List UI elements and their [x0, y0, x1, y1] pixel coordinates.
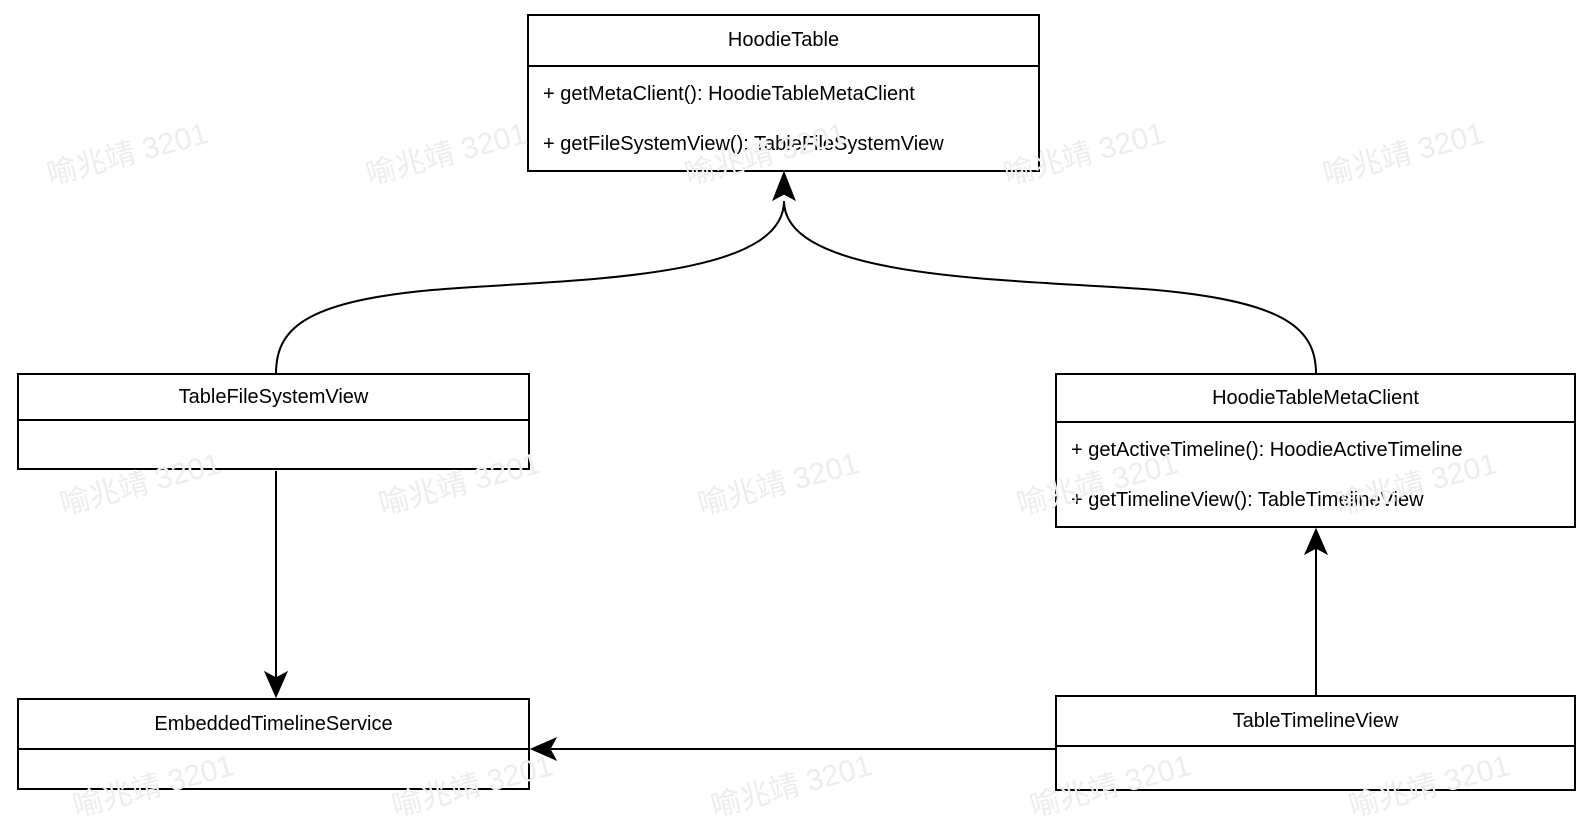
arrowhead: [1303, 527, 1329, 556]
arrowhead: [263, 670, 289, 699]
class-attributes-section: + getMetaClient(): HoodieTableMetaClient…: [529, 67, 1038, 169]
edge-table-file-system-view-to-hoodie-table: [275, 200, 785, 375]
edge-hoodie-table-meta-client-to-hoodie-table: [783, 200, 1317, 375]
class-title: HoodieTable: [529, 16, 1038, 67]
class-box-hoodie-table[interactable]: HoodieTable+ getMetaClient(): HoodieTabl…: [527, 14, 1040, 172]
class-method: + getTimelineView(): TableTimelineView: [1071, 488, 1424, 511]
class-title: HoodieTableMetaClient: [1057, 375, 1574, 423]
class-box-embedded-timeline-service[interactable]: EmbeddedTimelineService: [17, 698, 530, 790]
class-attributes-section: [19, 750, 528, 752]
class-attributes-section: [19, 421, 528, 423]
class-box-hoodie-table-meta-client[interactable]: HoodieTableMetaClient + getActiveTimeline…: [1055, 373, 1576, 528]
class-method: + getFileSystemView(): TableFileSystemVi…: [543, 132, 944, 155]
arrowhead: [529, 736, 558, 762]
class-method: + getMetaClient(): HoodieTableMetaClient: [543, 82, 915, 105]
class-method: + getActiveTimeline(): HoodieActiveTimel…: [1071, 438, 1463, 461]
class-box-table-file-system-view[interactable]: TableFileSystemView: [17, 373, 530, 470]
class-title: TableFileSystemView: [19, 375, 528, 421]
class-attributes-section: + getActiveTimeline(): HoodieActiveTimel…: [1057, 423, 1574, 525]
class-title: TableTimelineView: [1057, 697, 1574, 747]
class-attributes-section: [1057, 747, 1574, 749]
class-title: EmbeddedTimelineService: [19, 700, 528, 750]
arrowhead: [772, 170, 796, 202]
class-box-table-timeline-view[interactable]: TableTimelineView: [1055, 695, 1576, 791]
